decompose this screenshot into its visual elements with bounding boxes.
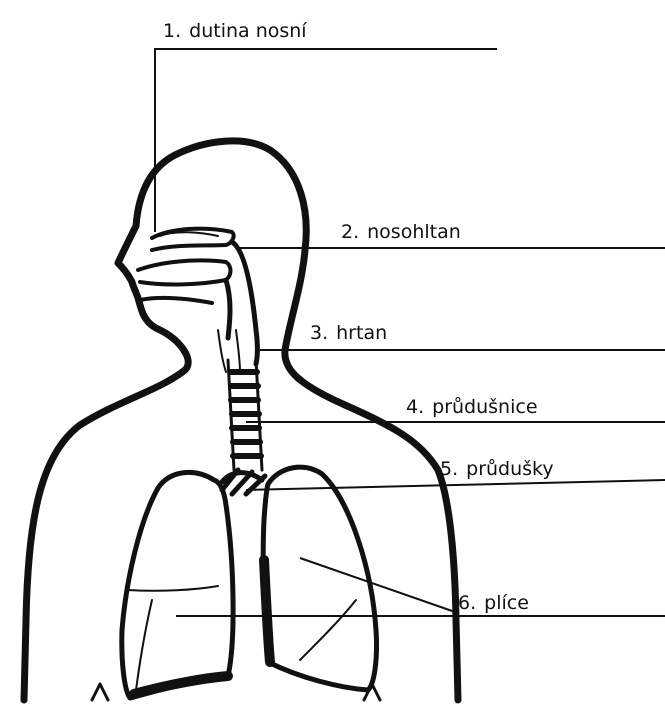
label-text: plíce xyxy=(484,592,529,614)
trachea-shape xyxy=(228,360,262,470)
pharynx-shape xyxy=(226,242,258,364)
label-number: 2. xyxy=(341,221,359,243)
label-number: 4. xyxy=(406,396,424,418)
label-lungs: 6. plíce xyxy=(458,594,529,613)
label-number: 5. xyxy=(440,458,458,480)
leader-line-5 xyxy=(246,480,665,490)
oral-cavity-shape xyxy=(138,260,231,284)
label-bronchi: 5. průdušky xyxy=(440,460,554,479)
label-text: průdušnice xyxy=(432,396,537,418)
label-trachea: 4. průdušnice xyxy=(406,398,538,417)
label-text: nosohltan xyxy=(367,221,461,243)
label-text: dutina nosní xyxy=(189,20,306,42)
label-text: průdušky xyxy=(466,458,554,480)
leader-line-6b xyxy=(300,558,455,612)
label-number: 3. xyxy=(310,322,328,344)
label-text: hrtan xyxy=(336,322,387,344)
label-nasal-cavity: 1. dutina nosní xyxy=(163,22,307,41)
label-nasopharynx: 2. nosohltan xyxy=(341,223,461,242)
left-lung-shape xyxy=(122,472,233,698)
label-number: 1. xyxy=(163,20,181,42)
label-larynx: 3. hrtan xyxy=(310,324,387,343)
label-number: 6. xyxy=(458,592,476,614)
